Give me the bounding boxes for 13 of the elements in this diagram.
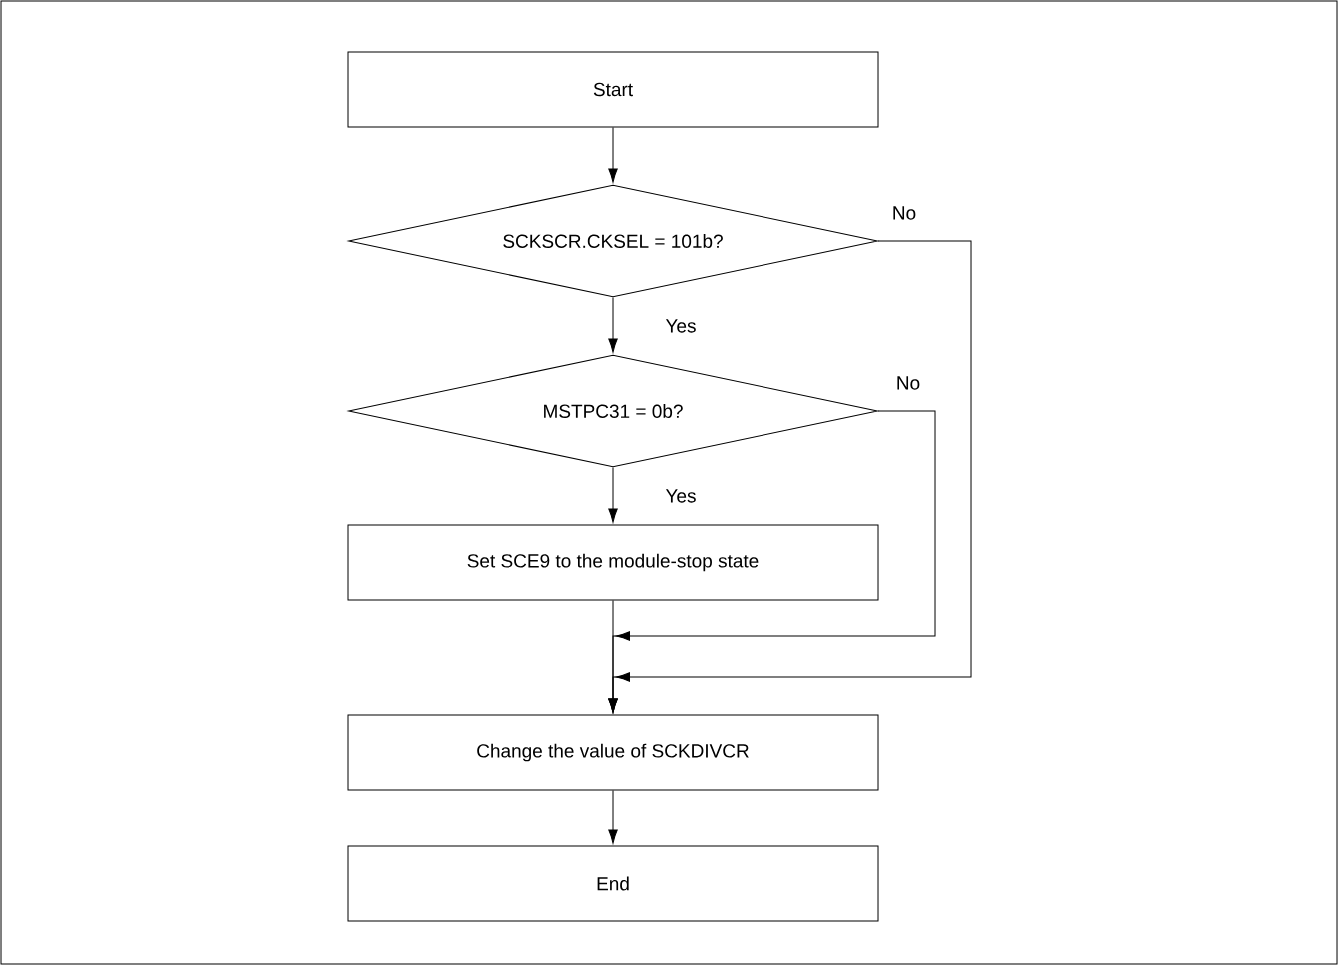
process-box: Set SCE9 to the module-stop state [347,524,879,601]
edge-label: Yes [664,488,698,504]
process-box: End [347,845,879,922]
edge-label: No [890,205,918,221]
edge-label: No [894,375,922,391]
process-box: Start [347,51,879,128]
arrow [608,790,618,844]
edge-label: Yes [664,318,698,334]
process-box: Change the value of SCKDIVCR [347,714,879,791]
arrow [608,297,618,353]
arrow [608,467,618,523]
arrow [608,127,618,183]
arrow [608,600,618,713]
